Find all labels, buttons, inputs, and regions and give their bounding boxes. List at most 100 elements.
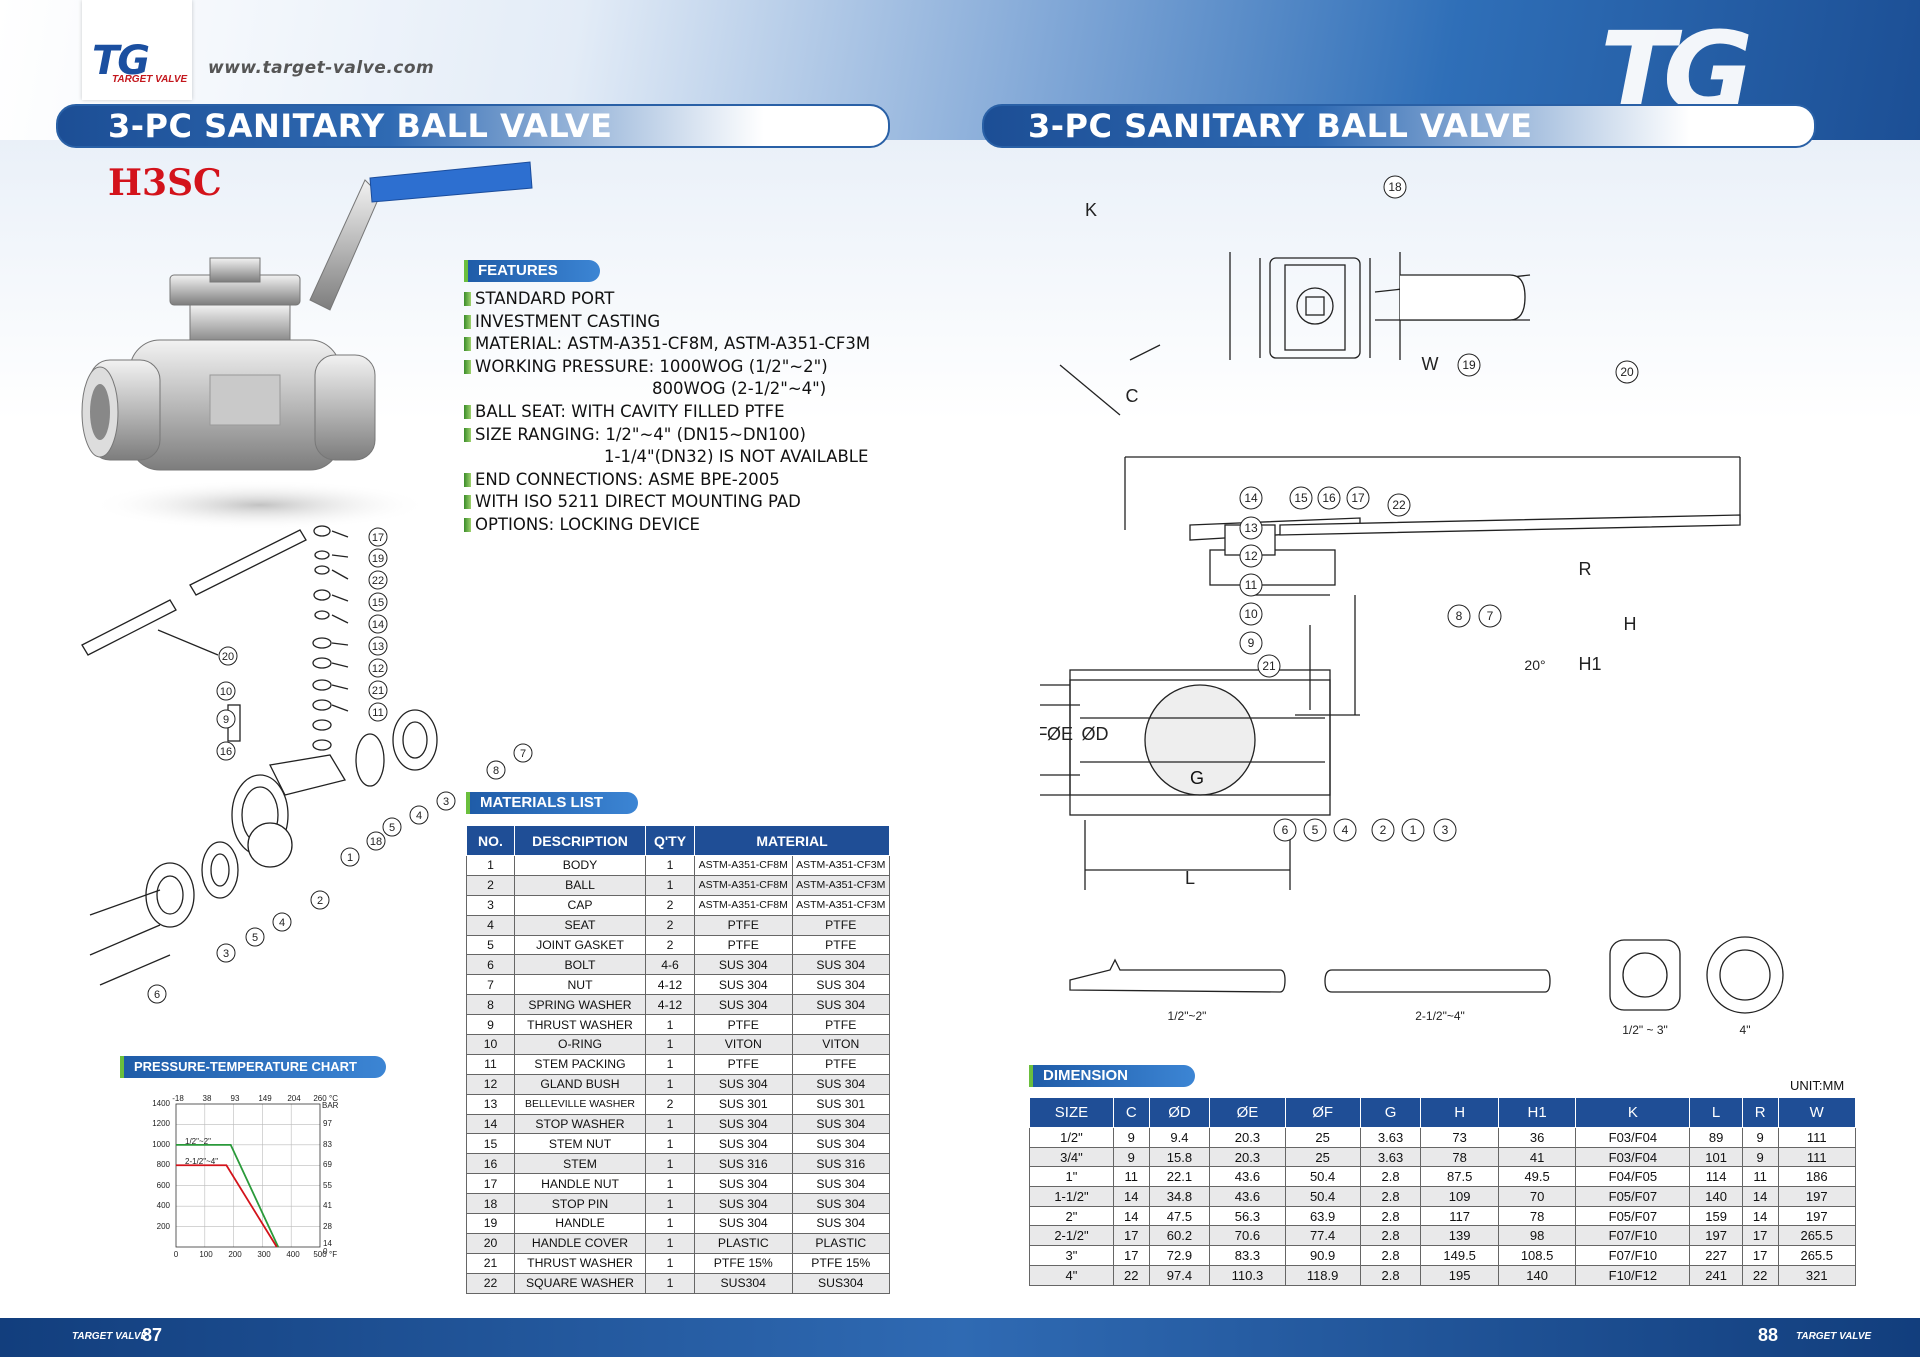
svg-text:21: 21	[1262, 659, 1276, 673]
table-cell: BODY	[514, 855, 646, 876]
table-cell: 63.9	[1284, 1205, 1361, 1227]
table-cell: 2.8	[1359, 1264, 1422, 1286]
svg-text:5: 5	[252, 932, 258, 944]
table-cell: 22	[1741, 1264, 1779, 1286]
table-cell: SUS 304	[694, 1113, 793, 1135]
col-header: G	[1359, 1097, 1422, 1128]
table-cell: 20	[466, 1232, 515, 1254]
table-cell: 70.6	[1209, 1225, 1286, 1247]
table-cell: 2	[466, 874, 515, 896]
table-cell: SEAT	[514, 914, 646, 936]
table-cell: 7	[466, 974, 515, 996]
table-cell: 17	[1741, 1245, 1779, 1266]
table-cell: 114	[1689, 1166, 1743, 1188]
table-cell: 265.5	[1777, 1225, 1856, 1247]
table-cell: 10	[466, 1034, 515, 1055]
table-cell: PTFE	[791, 1053, 890, 1075]
table-cell: 1	[645, 1113, 695, 1135]
svg-text:13: 13	[372, 641, 384, 653]
pt-chart-label: PRESSURE-TEMPERATURE CHART	[120, 1056, 386, 1078]
table-cell: 15	[466, 1133, 515, 1155]
table-cell: 149.5	[1420, 1245, 1499, 1266]
table-cell: 17	[1741, 1225, 1779, 1247]
col-header: C	[1112, 1097, 1150, 1128]
right-tick: 28	[323, 1222, 332, 1231]
table-cell: 78	[1497, 1205, 1577, 1227]
svg-text:17: 17	[1351, 491, 1365, 505]
table-cell: 3.63	[1359, 1127, 1422, 1148]
table-cell: HANDLE COVER	[514, 1232, 646, 1254]
left-tick: 800	[157, 1160, 171, 1169]
feature-item: END CONNECTIONS: ASME BPE-2005	[464, 469, 870, 492]
col-header: H1	[1497, 1097, 1577, 1128]
table-cell: 118.9	[1284, 1264, 1361, 1286]
table-cell: O-RING	[514, 1034, 646, 1055]
table-cell: 1	[645, 1213, 695, 1234]
features-label: FEATURES	[464, 260, 600, 282]
svg-text:10: 10	[220, 686, 232, 698]
bottom-unit: °F	[329, 1250, 337, 1258]
feature-item: BALL SEAT: WITH CAVITY FILLED PTFE	[464, 401, 870, 424]
callout: 9	[1239, 631, 1263, 655]
table-cell: 50.4	[1284, 1166, 1361, 1188]
left-tick: 400	[157, 1201, 171, 1210]
table-cell: STOP PIN	[514, 1193, 646, 1215]
top-tick: 93	[231, 1094, 240, 1103]
website-link[interactable]: www.target-valve.com	[208, 58, 435, 78]
table-cell: 11	[1741, 1166, 1779, 1188]
table-cell: 1	[645, 1133, 695, 1155]
table-cell: 1	[645, 1193, 695, 1215]
feature-item: OPTIONS: LOCKING DEVICE	[464, 514, 870, 537]
col-header: SIZE	[1029, 1097, 1114, 1128]
feature-item: INVESTMENT CASTING	[464, 311, 870, 334]
dim-label-k: K	[1085, 200, 1097, 220]
svg-text:4: 4	[279, 917, 285, 929]
left-tick: 1400	[152, 1099, 170, 1108]
table-cell: 1"	[1029, 1166, 1114, 1188]
series-label-2: 2-1/2"~4"	[185, 1157, 218, 1166]
table-cell: SUS 304	[694, 1073, 793, 1095]
callout: 22	[1387, 493, 1411, 517]
table-cell: 22	[466, 1272, 515, 1294]
callout: 4	[272, 912, 292, 932]
table-cell: ASTM-A351-CF8M	[694, 874, 793, 896]
table-cell: F10/F12	[1575, 1264, 1691, 1286]
callout: 19	[368, 548, 388, 568]
svg-text:14: 14	[1244, 491, 1258, 505]
right-tick: 83	[323, 1140, 332, 1149]
table-cell: 83.3	[1209, 1245, 1286, 1266]
callout: 1	[340, 847, 360, 867]
callout: 2	[310, 890, 330, 910]
table-cell: 2	[645, 934, 695, 956]
table-cell: PLASTIC	[694, 1232, 793, 1254]
table-cell: HANDLE	[514, 1213, 646, 1234]
callout: 16	[1317, 486, 1341, 510]
table-cell: JOINT GASKET	[514, 934, 646, 956]
table-cell: 2.8	[1359, 1166, 1422, 1188]
table-cell: 2	[645, 914, 695, 936]
table-cell: 89	[1689, 1127, 1743, 1148]
bottom-tick: 300	[257, 1250, 271, 1258]
unit-label: UNIT:MM	[1790, 1078, 1845, 1093]
table-cell: 1	[645, 1014, 695, 1036]
table-cell: PTFE	[694, 1053, 793, 1075]
table-cell: PTFE 15%	[694, 1252, 793, 1274]
svg-text:5: 5	[389, 822, 395, 834]
series-line-2	[176, 1164, 278, 1248]
callout: 15	[368, 592, 388, 612]
table-cell: 2.8	[1359, 1225, 1422, 1247]
table-cell: F04/F05	[1575, 1166, 1691, 1188]
table-cell: SUS 304	[791, 1113, 890, 1135]
table-cell: PTFE	[694, 1014, 793, 1036]
table-cell: SUS 316	[694, 1153, 793, 1175]
table-cell: 17	[466, 1173, 515, 1195]
callout: 17	[368, 527, 388, 547]
table-cell: 4"	[1029, 1264, 1114, 1286]
model-code: H3SC	[108, 162, 222, 204]
flange-caption: 1/2" ~ 3"	[1622, 1023, 1668, 1037]
table-cell: 73	[1420, 1127, 1499, 1148]
